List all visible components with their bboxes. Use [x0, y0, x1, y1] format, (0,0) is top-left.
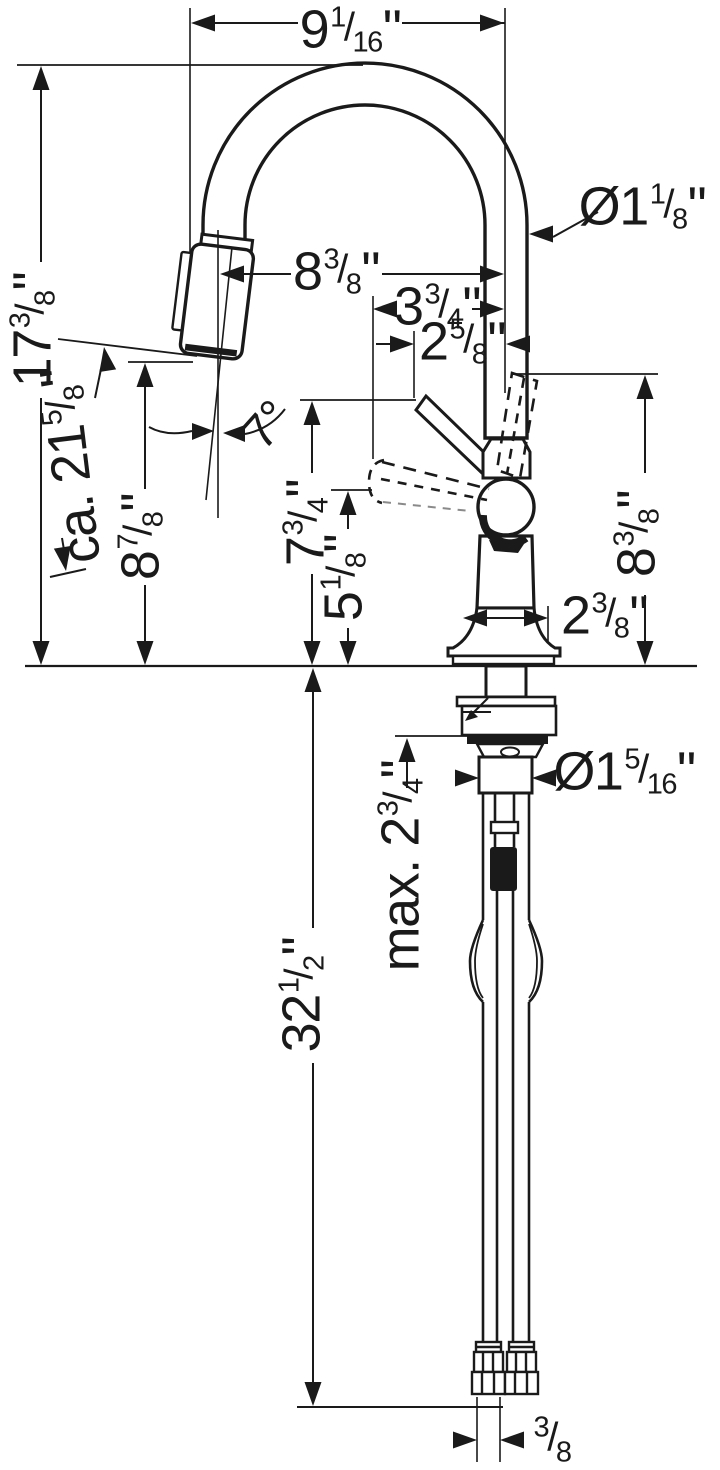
- ball-collar-shadow: [478, 514, 529, 548]
- dim-handle-reach: 33/4": [393, 276, 482, 337]
- hose-bulge-right: [527, 919, 544, 1003]
- dim-spout-reach: 83/8": [292, 241, 381, 302]
- hose-connector-right: [503, 1340, 540, 1396]
- mounting-hardware: [455, 664, 558, 795]
- handle-up-position-dashed: [495, 371, 539, 480]
- mounting-arrow-head: [465, 710, 478, 721]
- threaded-shank: [477, 755, 534, 795]
- dim-handle-top-height: 83/8": [606, 490, 667, 578]
- dim-spout-width-top: 91/16": [299, 0, 402, 60]
- spout-arc: [201, 61, 529, 440]
- spray-head: [171, 232, 256, 361]
- handle-down-position-dashed: [381, 460, 490, 491]
- supply-hoses: [468, 793, 544, 1396]
- base-bottom-ring: [451, 654, 556, 666]
- spray-head-body: [178, 242, 256, 361]
- tailpiece: [484, 664, 528, 699]
- dim-shank-diameter: Ø15/16": [553, 741, 696, 802]
- hose-connector-left: [470, 1340, 507, 1396]
- handle-alternate-positions: [367, 371, 539, 512]
- body-neck: [481, 437, 532, 480]
- dimension-lines: [17, 8, 697, 1462]
- dim-max-counter-thickness: max. 23/4": [370, 760, 431, 972]
- ball-collar-band: [489, 540, 524, 553]
- base-bell: [446, 606, 562, 658]
- spray-head-outlet-band: [184, 343, 238, 357]
- dim-supply-connection-size: 3/8: [533, 1411, 572, 1469]
- dim-outlet-height: 87/8": [110, 493, 171, 581]
- dim-spout-pipe-diameter: Ø11/8": [578, 176, 707, 237]
- mounting-plate: [455, 695, 557, 708]
- set-screw-head: [500, 746, 520, 758]
- mounting-block: [460, 704, 558, 737]
- hose-weight: [490, 847, 517, 891]
- dim-hose-length-below-deck: 321/2": [271, 937, 332, 1053]
- hose-bulge-left: [468, 919, 485, 1003]
- mounting-gasket-band: [467, 735, 548, 744]
- handle-lever: [414, 393, 496, 477]
- hose-collar: [489, 820, 520, 835]
- dim-base-width: 23/8": [560, 585, 649, 646]
- dim-lever-reach: 25/8": [418, 311, 507, 372]
- handle-ball-joint: [476, 477, 536, 537]
- dim-lever-down-height: 51/8": [313, 534, 374, 622]
